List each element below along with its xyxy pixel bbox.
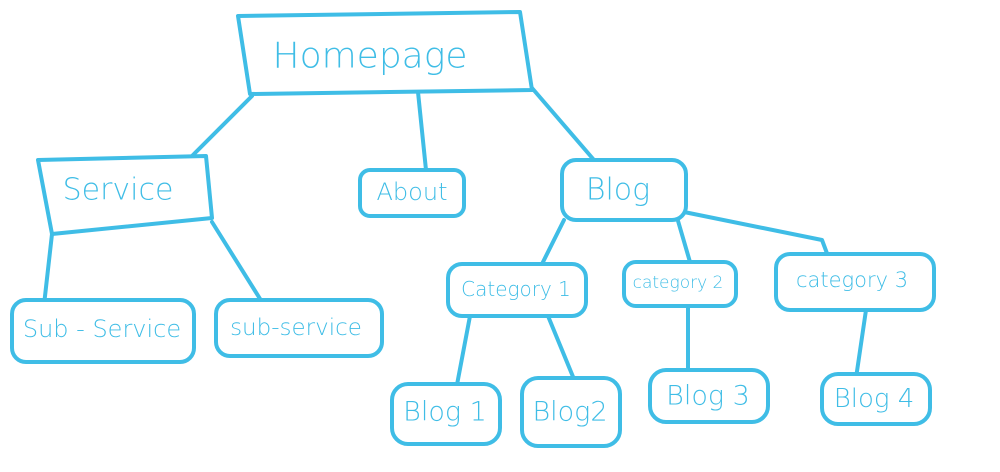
node-blog-label: Blog (586, 173, 650, 208)
node-category-2: category 2 (622, 260, 738, 308)
node-blog-2-label: Blog2 (532, 397, 607, 428)
node-blog: Blog (560, 158, 688, 222)
node-sub-service-2: sub-service (214, 298, 384, 358)
edge-category-1-blog-2 (546, 314, 578, 386)
node-homepage: Homepage (236, 10, 534, 96)
node-category-3: category 3 (774, 252, 936, 312)
node-category-2-label: category 2 (633, 273, 724, 293)
node-category-1: Category 1 (446, 262, 588, 318)
edges (42, 86, 868, 392)
edge-category-3-blog-4 (854, 308, 868, 380)
edge-homepage-service (188, 94, 254, 160)
node-sub-service-1-label: Sub - Service (23, 315, 181, 343)
node-service: Service (36, 154, 214, 236)
edge-service-subservice-1 (42, 232, 54, 307)
node-blog-3: Blog 3 (648, 368, 770, 424)
node-blog-3-label: Blog 3 (666, 381, 750, 412)
node-about-label: About (377, 178, 448, 206)
node-sub-service-2-label: sub-service (230, 315, 362, 341)
node-blog-4-label: Blog 4 (834, 384, 915, 414)
node-blog-2: Blog2 (520, 376, 622, 448)
node-category-3-label: category 3 (796, 268, 908, 292)
edge-blog-category-3 (682, 210, 830, 258)
node-blog-1-label: Blog 1 (403, 397, 487, 428)
edge-blog-category-2 (674, 212, 692, 264)
node-blog-4: Blog 4 (820, 372, 932, 426)
edge-homepage-blog (530, 86, 596, 162)
edge-homepage-about (416, 90, 428, 172)
edge-service-subservice-2 (210, 220, 264, 304)
node-homepage-label: Homepage (273, 36, 468, 77)
node-blog-1: Blog 1 (390, 382, 502, 446)
node-service-label: Service (63, 173, 174, 208)
edge-blog-category-1 (538, 218, 566, 270)
node-sub-service-1: Sub - Service (10, 298, 196, 364)
node-category-1-label: Category 1 (461, 277, 571, 301)
edge-category-1-blog-1 (454, 314, 472, 392)
node-about: About (358, 168, 466, 218)
